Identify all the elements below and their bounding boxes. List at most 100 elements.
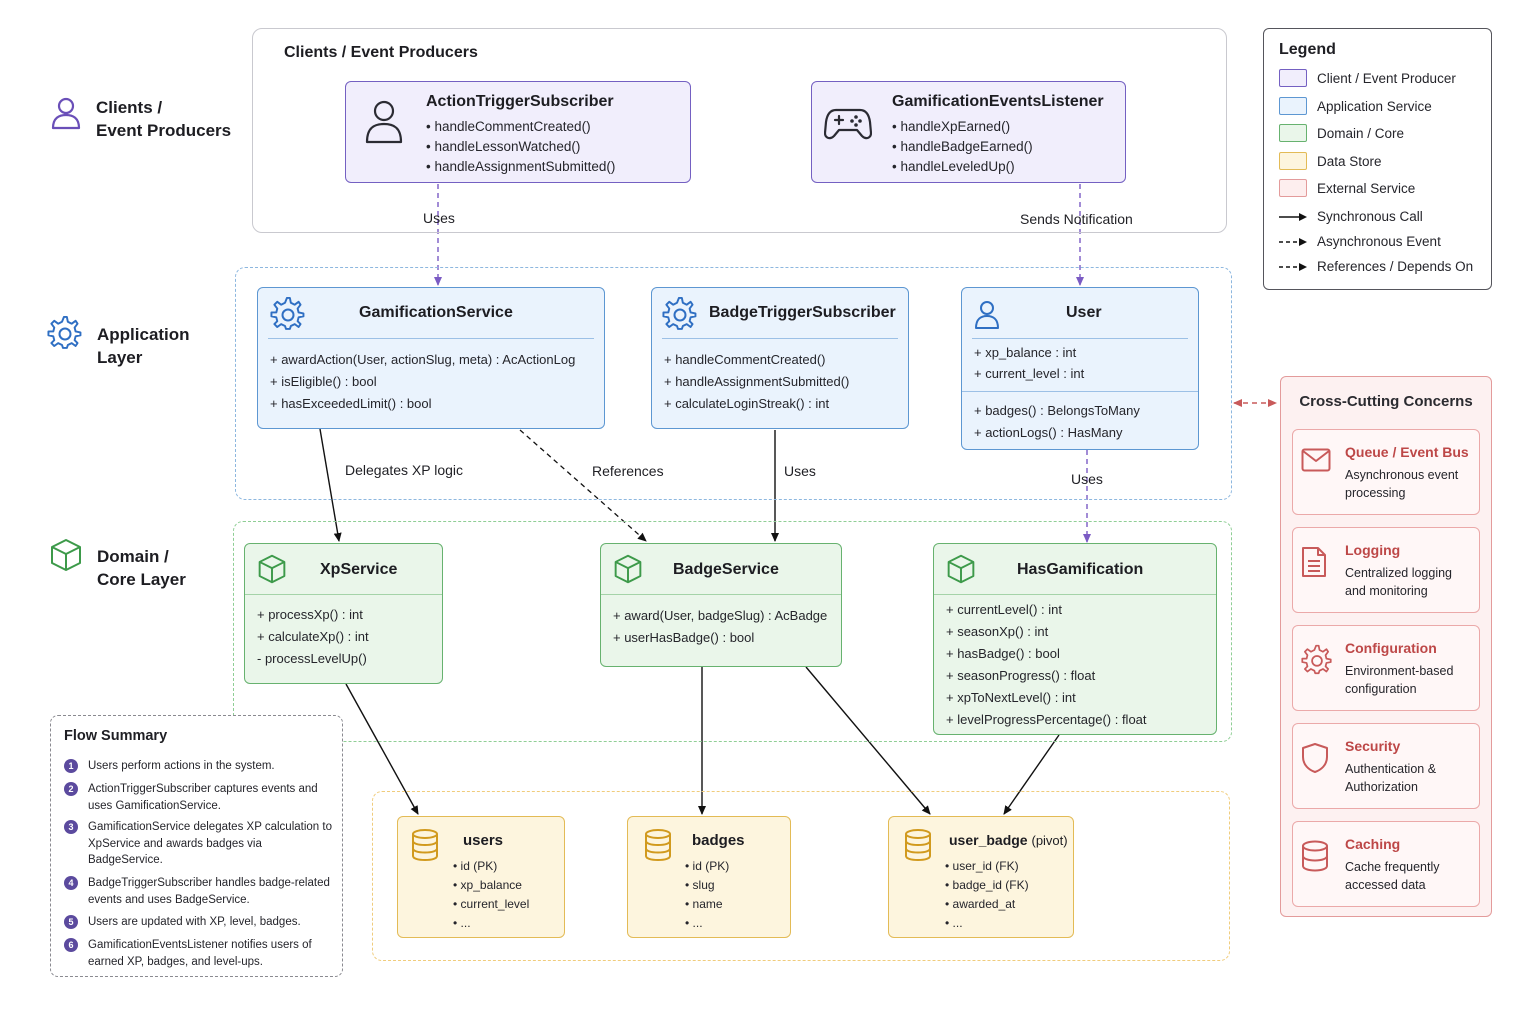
column-item: • badge_id (FK) — [945, 878, 1029, 892]
edge-xpservice-users — [345, 683, 419, 815]
legend-item: Application Service — [1279, 97, 1432, 115]
step-number: 5 — [64, 915, 78, 929]
badges-table-box[interactable]: badges • id (PK) • slug • name • ... — [627, 816, 791, 938]
column-item: • id (PK) — [453, 859, 498, 873]
legend-item: References / Depends On — [1279, 259, 1473, 274]
solid-arrow-icon — [1279, 212, 1307, 221]
has-gamification-title: HasGamification — [1017, 561, 1144, 578]
gamification-events-listener-box[interactable]: GamificationEventsListener • handleXpEar… — [811, 81, 1126, 183]
action-trigger-subscriber-box[interactable]: ActionTriggerSubscriber • handleCommentC… — [345, 81, 691, 183]
method-item: + processXp() : int — [257, 607, 363, 622]
user-badge-table-title: user_badge (pivot) — [949, 832, 1068, 848]
database-icon — [412, 829, 438, 861]
has-gamification-box[interactable]: HasGamification + currentLevel() : int +… — [933, 543, 1217, 735]
xp-service-title: XpService — [320, 561, 398, 578]
method-item: - processLevelUp() — [257, 651, 367, 666]
legend-item: Data Store — [1279, 152, 1382, 170]
column-item: • user_id (FK) — [945, 859, 1019, 873]
flow-step: 4 BadgeTriggerSubscriber handles badge-r… — [64, 875, 339, 908]
legend-item: External Service — [1279, 179, 1415, 197]
user-box[interactable]: User + xp_balance : int + current_level … — [961, 287, 1199, 450]
list-item: • handleLessonWatched() — [426, 139, 581, 154]
user-badge-table-box[interactable]: user_badge (pivot) • user_id (FK) • badg… — [888, 816, 1074, 938]
column-item: • current_level — [453, 897, 530, 911]
section-divider — [962, 391, 1198, 392]
users-table-box[interactable]: users • id (PK) • xp_balance • current_l… — [397, 816, 565, 938]
method-item: + currentLevel() : int — [946, 602, 1062, 617]
method-item: + levelProgressPercentage() : float — [946, 712, 1147, 727]
edge-label-uses: Uses — [784, 463, 816, 479]
legend-swatch-external — [1279, 179, 1307, 197]
header-divider — [245, 594, 442, 595]
step-number: 2 — [64, 782, 78, 796]
step-number: 3 — [64, 820, 78, 834]
list-item: • handleLeveledUp() — [892, 159, 1015, 174]
database-icon — [1302, 840, 1328, 872]
badges-table-title: badges — [692, 832, 745, 849]
column-item: • ... — [685, 916, 703, 930]
dashed-arrow-icon — [1279, 237, 1307, 246]
gear-icon — [1301, 644, 1332, 675]
user-icon — [365, 100, 403, 144]
edge-label-uses: Uses — [423, 210, 455, 226]
edge-label-references: References — [592, 463, 664, 479]
xp-service-box[interactable]: XpService + processXp() : int + calculat… — [244, 543, 443, 684]
cube-icon — [947, 554, 975, 584]
method-item: + seasonProgress() : float — [946, 668, 1096, 683]
header-divider — [662, 338, 898, 339]
gamification-service-box[interactable]: GamificationService + awardAction(User, … — [257, 287, 605, 429]
user-icon — [51, 97, 81, 130]
flow-summary-panel: Flow Summary 1 Users perform actions in … — [50, 715, 343, 977]
legend-swatch-client — [1279, 69, 1307, 87]
document-icon — [1302, 547, 1326, 577]
layer-label-domain-text: Domain / Core Layer — [97, 547, 186, 589]
badge-trigger-subscriber-title: BadgeTriggerSubscriber — [709, 304, 896, 321]
shield-icon — [1302, 743, 1328, 773]
badge-trigger-subscriber-box[interactable]: BadgeTriggerSubscriber + handleCommentCr… — [651, 287, 909, 429]
legend-swatch-application — [1279, 97, 1307, 115]
legend-swatch-data-store — [1279, 152, 1307, 170]
cube-icon — [51, 539, 81, 571]
legend-item: Client / Event Producer — [1279, 69, 1456, 87]
domain-region — [233, 521, 1232, 742]
attribute-item: + current_level : int — [974, 366, 1085, 381]
header-divider — [934, 594, 1216, 595]
edge-label-delegates: Delegates XP logic — [345, 462, 464, 478]
column-item: • ... — [945, 916, 963, 930]
badge-service-box[interactable]: BadgeService + award(User, badgeSlug) : … — [600, 543, 842, 667]
gamification-service-title: GamificationService — [359, 304, 513, 321]
list-item: • handleCommentCreated() — [426, 119, 591, 134]
flow-step: 6 GamificationEventsListener notifies us… — [64, 937, 339, 970]
header-divider — [972, 338, 1188, 339]
concern-caching[interactable]: Caching Cache frequently accessed data — [1292, 821, 1480, 907]
flow-step: 1 Users perform actions in the system. — [64, 758, 339, 775]
list-item: • handleBadgeEarned() — [892, 139, 1033, 154]
column-item: • awarded_at — [945, 897, 1016, 911]
edge-label-sends-notification: Sends Notification — [1020, 211, 1133, 227]
legend-item: Synchronous Call — [1279, 209, 1423, 224]
users-table-title: users — [463, 832, 504, 849]
edge-hasgamification-userbadge — [1003, 734, 1060, 815]
edge-references — [519, 429, 647, 542]
layer-label-application: Application Layer — [47, 315, 190, 369]
method-item: + handleAssignmentSubmitted() — [664, 374, 850, 389]
edge-badgeservice-userbadge — [805, 666, 931, 815]
gamepad-icon — [824, 108, 872, 140]
edge-delegates-xp — [319, 428, 342, 542]
header-divider — [601, 594, 841, 595]
data-store-region — [372, 791, 1230, 961]
concern-logging[interactable]: Logging Centralized logging and monitori… — [1292, 527, 1480, 613]
flow-step: 5 Users are updated with XP, level, badg… — [64, 914, 339, 931]
relation-item: + actionLogs() : HasMany — [974, 425, 1123, 440]
gear-icon — [662, 296, 697, 330]
column-item: • name — [685, 897, 723, 911]
relation-item: + badges() : BelongsToMany — [974, 403, 1140, 418]
concern-security[interactable]: Security Authentication & Authorization — [1292, 723, 1480, 809]
column-item: • id (PK) — [685, 859, 730, 873]
cross-cutting-title: Cross-Cutting Concerns — [1299, 393, 1473, 410]
legend-panel: Legend Client / Event Producer Applicati… — [1263, 28, 1492, 290]
concern-configuration[interactable]: Configuration Environment-based configur… — [1292, 625, 1480, 711]
concern-queue[interactable]: Queue / Event Bus Asynchronous event pro… — [1292, 429, 1480, 515]
flow-step: 3 GamificationService delegates XP calcu… — [64, 819, 339, 869]
attribute-item: + xp_balance : int — [974, 345, 1077, 360]
